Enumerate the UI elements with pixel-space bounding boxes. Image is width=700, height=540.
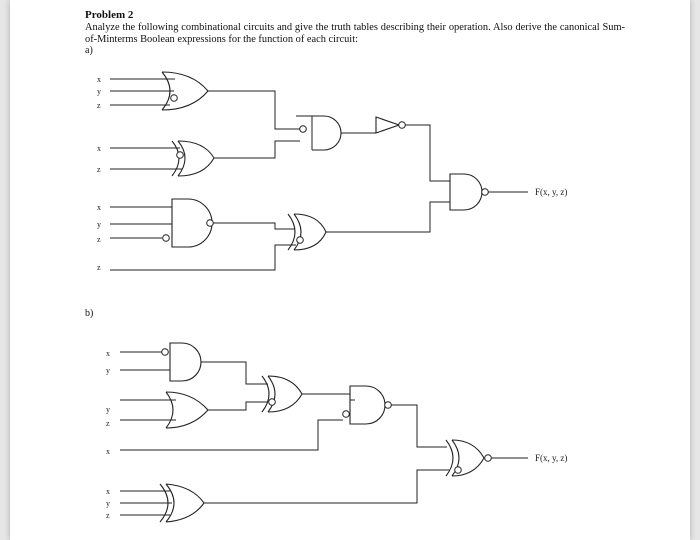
input-label-a3: z <box>97 101 101 110</box>
input-label-b7: y <box>106 499 110 508</box>
gate-a2-xor <box>110 140 215 177</box>
gate-b1-and <box>120 342 202 382</box>
output-label-b: F(x, y, z) <box>535 453 567 463</box>
part-b-label: b) <box>85 308 94 319</box>
input-label-a9: z <box>97 263 101 272</box>
gate-a7-nand <box>449 173 489 211</box>
input-label-a5: z <box>97 165 101 174</box>
input-label-b2: y <box>106 366 110 375</box>
gate-b4-nand <box>342 385 392 425</box>
circuit-a: x y z x z x y z z <box>97 71 567 272</box>
input-label-a2: y <box>97 87 101 96</box>
problem-title: Problem 2 <box>85 9 134 21</box>
problem-instructions: Analyze the following combinational circ… <box>85 22 625 45</box>
gate-a4-and <box>296 115 342 151</box>
input-label-b5: x <box>106 447 110 456</box>
input-label-a7: y <box>97 220 101 229</box>
input-label-a4: x <box>97 144 101 153</box>
gate-b6-or <box>120 483 205 523</box>
gate-b2-or <box>120 391 209 429</box>
gate-a1-or <box>110 71 209 111</box>
gate-a5-not <box>375 116 406 134</box>
circuit-b: x y y z x x y z <box>106 342 567 523</box>
gate-a3-nand <box>110 198 214 248</box>
input-label-a6: x <box>97 203 101 212</box>
gate-b5-xnor <box>445 439 492 477</box>
input-label-b4: z <box>106 419 110 428</box>
output-label-a: F(x, y, z) <box>535 187 567 197</box>
input-label-a8: z <box>97 235 101 244</box>
gate-b3-xor <box>261 375 303 413</box>
input-label-b6: x <box>106 487 110 496</box>
input-label-b1: x <box>106 349 110 358</box>
input-label-b3: y <box>106 405 110 414</box>
input-label-a1: x <box>97 75 101 84</box>
part-a-label: a) <box>85 45 93 56</box>
input-label-b8: z <box>106 511 110 520</box>
